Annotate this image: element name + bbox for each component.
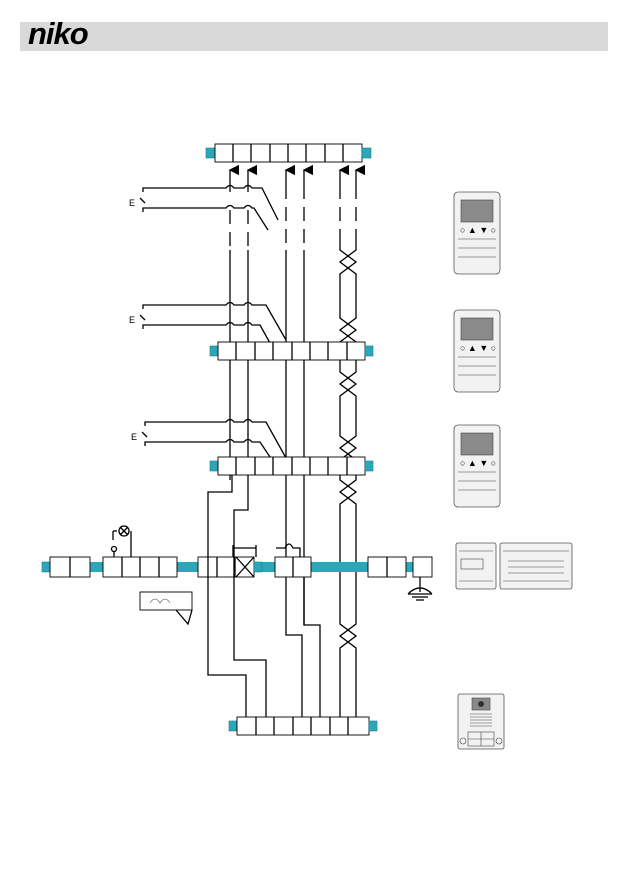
svg-text:○ ▲ ▼ ○: ○ ▲ ▼ ○ — [460, 225, 496, 235]
indoor-station-1: ○ ▲ ▼ ○ — [454, 192, 500, 274]
indoor-station-3: ○ ▲ ▼ ○ — [454, 425, 500, 507]
din-rail — [42, 557, 432, 577]
lower-wiring — [208, 475, 320, 718]
outdoor-entrance-panel — [458, 694, 504, 749]
svg-text:○ ▲ ▼ ○: ○ ▲ ▼ ○ — [460, 458, 496, 468]
top-terminal-block — [206, 144, 371, 162]
riser-level-1: E — [129, 185, 356, 250]
switch-label-3: E — [131, 432, 137, 442]
bus-arrows — [230, 170, 356, 185]
twisted-pair — [340, 240, 356, 718]
indoor-station-2: ○ ▲ ▼ ○ — [454, 310, 500, 392]
riser-level-3: E — [131, 420, 373, 476]
power-supply-modules — [456, 543, 572, 589]
riser-level-2: E — [129, 303, 373, 361]
switch-label-2: E — [129, 315, 135, 325]
switch-label-1: E — [129, 198, 135, 208]
svg-text:○ ▲ ▼ ○: ○ ▲ ▼ ○ — [460, 343, 496, 353]
ground-symbol — [408, 577, 432, 600]
bottom-terminal-block — [229, 717, 377, 735]
